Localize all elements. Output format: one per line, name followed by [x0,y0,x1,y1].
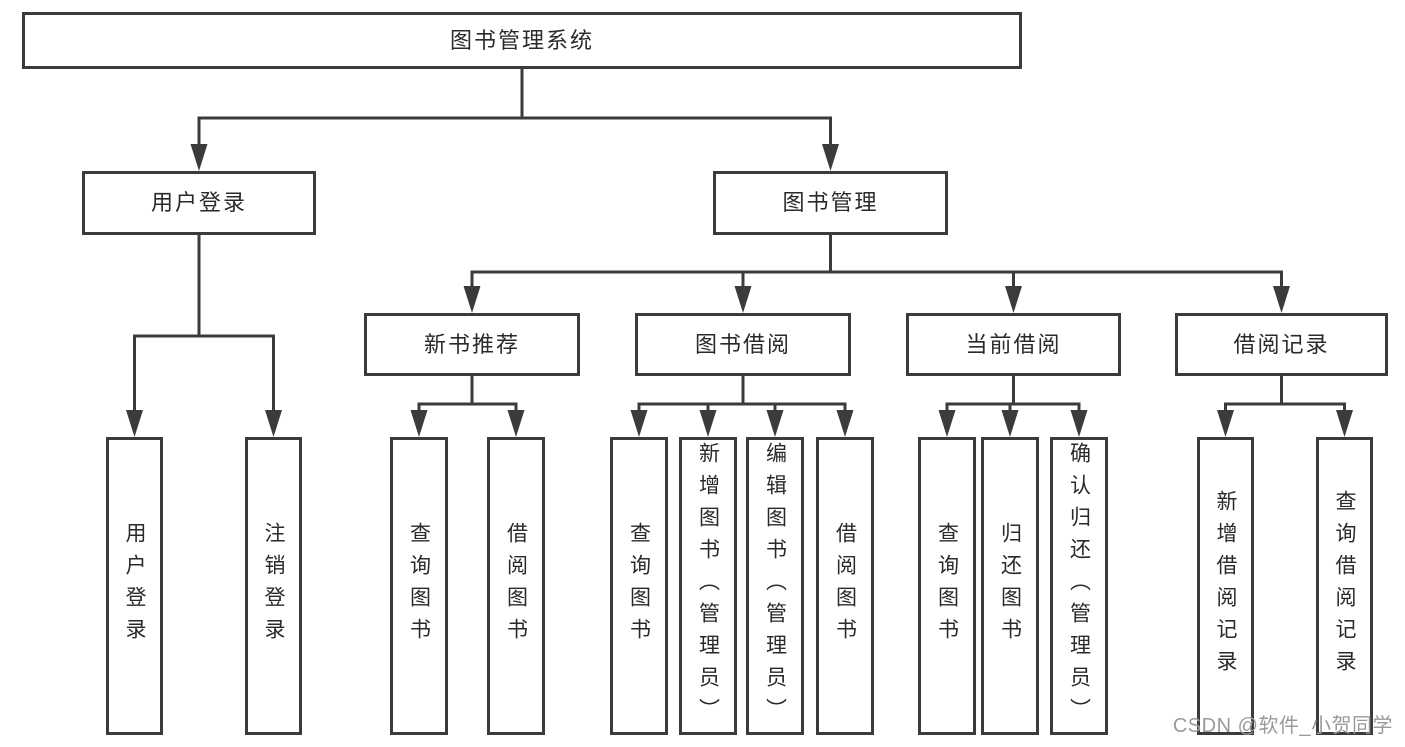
node-current-borrow: 当前借阅 [906,313,1121,376]
node-current-borrow-label: 当前借阅 [965,331,1062,357]
leaf-confirm-return-admin-label: 确认归还（管理员） [1067,442,1091,730]
connector-root-to-level2 [190,69,839,171]
leaf-query-books-1: 查询图书 [390,437,448,735]
leaf-add-books-admin-label: 新增图书（管理员） [696,442,720,730]
leaf-user-login-label: 用户登录 [123,522,146,650]
leaf-add-borrow-record-label: 新增借阅记录 [1214,490,1237,682]
leaf-borrow-books-2: 借阅图书 [816,437,874,735]
connector-records-to-leaves [1217,376,1353,437]
leaf-borrow-books-2-label: 借阅图书 [833,522,857,650]
leaf-add-books-admin: 新增图书（管理员） [679,437,737,735]
leaf-edit-books-admin: 编辑图书（管理员） [746,437,804,735]
leaf-borrow-books-1: 借阅图书 [487,437,545,735]
leaf-return-books: 归还图书 [981,437,1039,735]
connector-borrow-to-leaves [630,376,854,437]
leaf-query-books-2: 查询图书 [610,437,668,735]
leaf-borrow-books-1-label: 借阅图书 [504,522,528,650]
leaf-return-books-label: 归还图书 [998,522,1022,650]
node-system-root: 图书管理系统 [22,12,1022,69]
node-book-management-label: 图书管理 [782,190,879,215]
leaf-query-books-3: 查询图书 [918,437,976,735]
node-borrow-records-label: 借阅记录 [1233,331,1330,357]
leaf-user-login: 用户登录 [106,437,163,735]
node-new-book-recommend-label: 新书推荐 [423,331,520,357]
connector-current-to-leaves [938,376,1088,437]
leaf-query-books-1-label: 查询图书 [407,522,431,650]
node-borrow-records: 借阅记录 [1175,313,1388,376]
leaf-query-books-3-label: 查询图书 [935,522,959,650]
node-user-login-label: 用户登录 [150,190,247,215]
leaf-logout: 注销登录 [245,437,302,735]
leaf-logout-label: 注销登录 [262,522,285,650]
node-book-management: 图书管理 [713,171,948,235]
leaf-query-borrow-record-label: 查询借阅记录 [1333,490,1356,682]
node-book-borrow: 图书借阅 [635,313,851,376]
node-system-root-label: 图书管理系统 [449,27,594,53]
leaf-edit-books-admin-label: 编辑图书（管理员） [763,442,787,730]
connector-newbook-to-leaves [410,376,525,437]
leaf-query-books-2-label: 查询图书 [627,522,651,650]
leaf-query-borrow-record: 查询借阅记录 [1316,437,1373,735]
node-new-book-recommend: 新书推荐 [364,313,580,376]
leaf-add-borrow-record: 新增借阅记录 [1197,437,1254,735]
node-book-borrow-label: 图书借阅 [694,331,791,357]
csdn-watermark: CSDN @软件_小贺同学 [1172,715,1393,737]
connector-management-to-level3 [463,235,1290,313]
node-user-login: 用户登录 [82,171,316,235]
connector-login-to-leaves [126,235,282,437]
leaf-confirm-return-admin: 确认归还（管理员） [1050,437,1108,735]
